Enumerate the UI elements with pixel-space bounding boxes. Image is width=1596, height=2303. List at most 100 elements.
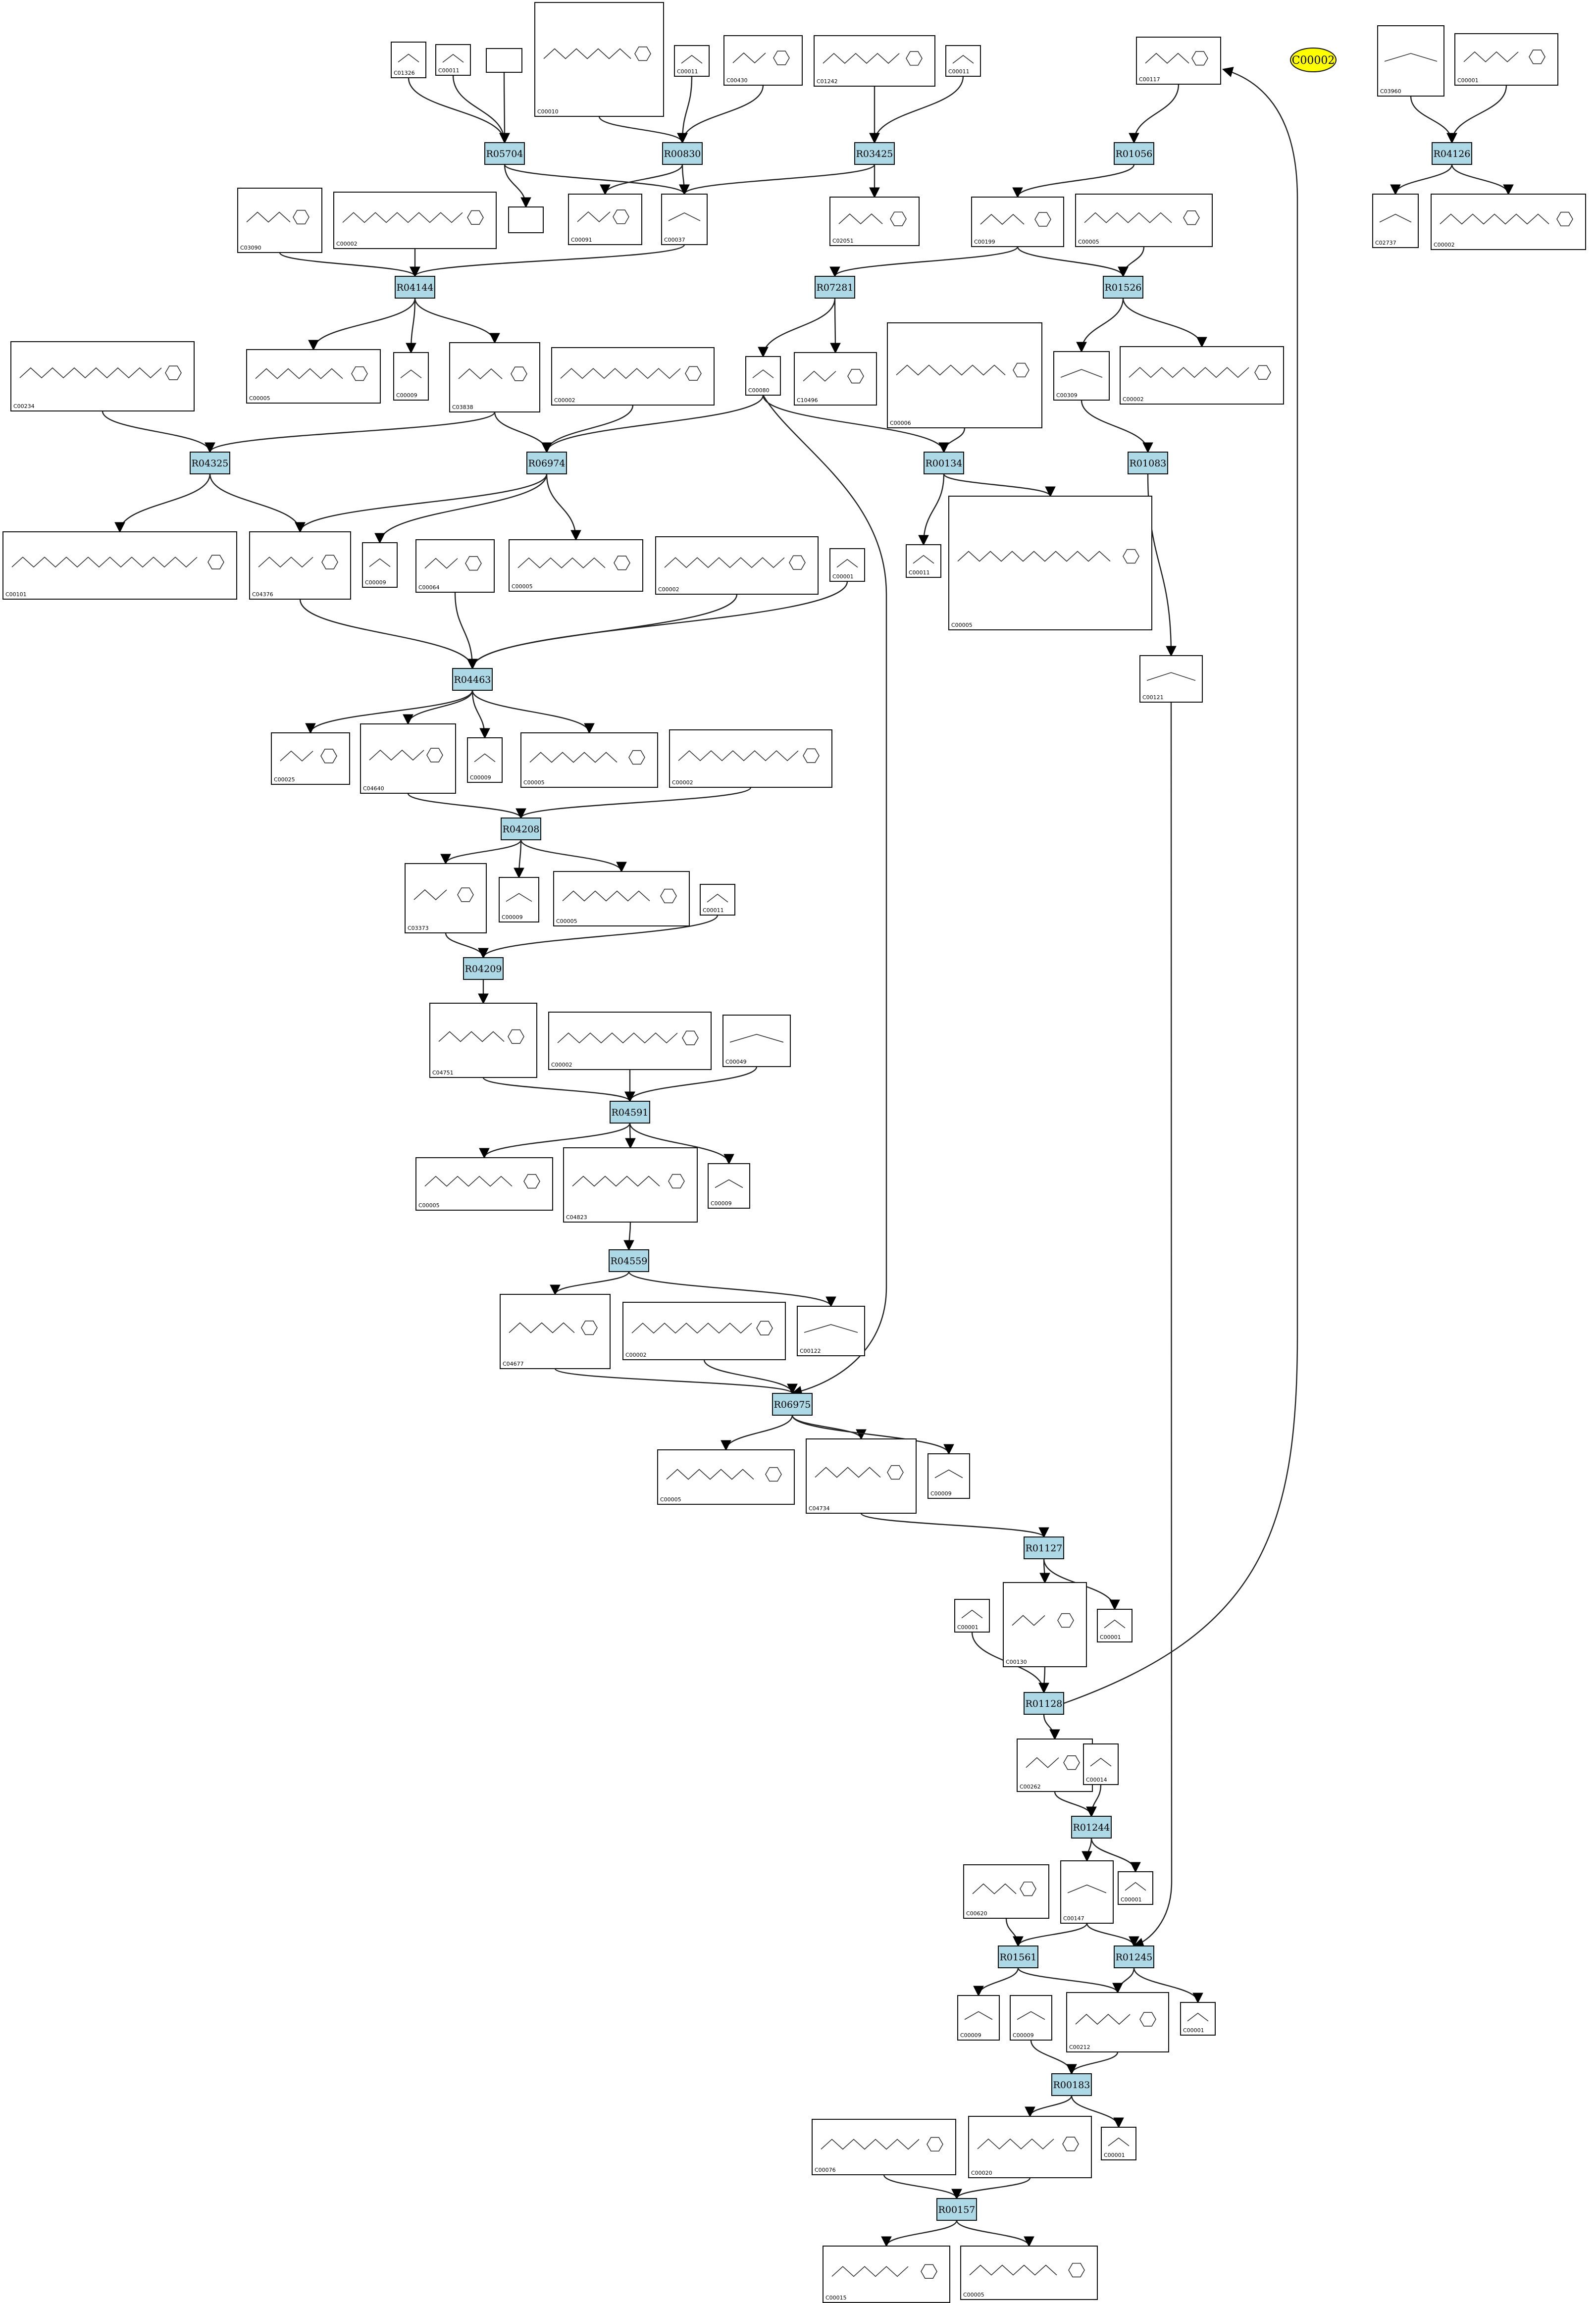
compound-c00064[interactable]: C00064 [415,539,495,593]
compound-c03960[interactable]: C03960 [1377,25,1444,97]
compound-c00002g[interactable]: C00002 [548,1012,712,1070]
reaction-r04463[interactable]: R04463 [452,668,493,691]
compound-c00005d[interactable]: C00005 [948,496,1152,630]
reaction-r04591[interactable]: R04591 [610,1101,650,1124]
compound-blank2[interactable] [508,206,544,233]
compound-c00001a[interactable]: C00001 [1454,33,1558,86]
compound-c00002b[interactable]: C00002 [333,192,497,249]
compound-c10496[interactable]: C10496 [794,352,877,406]
compound-c00001d[interactable]: C00001 [1097,1609,1133,1642]
compound-c02737[interactable]: C02737 [1372,194,1419,248]
compound-c00009e[interactable]: C00009 [708,1163,750,1209]
reaction-r01245[interactable]: R01245 [1114,1945,1154,1968]
compound-c00076[interactable]: C00076 [812,2119,956,2175]
compound-c00005e[interactable]: C00005 [520,732,658,788]
compound-c00001g[interactable]: C00001 [1101,2127,1136,2160]
compound-c00020[interactable]: C00020 [968,2116,1092,2178]
reaction-r01244[interactable]: R01244 [1071,1816,1112,1839]
compound-c00011c[interactable]: C00011 [945,45,981,77]
compound-c04823[interactable]: C04823 [563,1147,698,1223]
compound-c00005h[interactable]: C00005 [657,1449,795,1505]
reaction-r05704[interactable]: R05704 [484,142,525,165]
compound-c00014[interactable]: C00014 [1083,1743,1119,1785]
compound-c03838[interactable]: C03838 [449,342,540,412]
compound-c00005a[interactable]: C00005 [1075,194,1213,247]
reaction-r00134[interactable]: R00134 [924,452,964,474]
compound-c00049[interactable]: C00049 [722,1015,791,1067]
compound-c00002c[interactable]: C00002 [1120,346,1284,405]
compound-c03090[interactable]: C03090 [237,188,322,253]
reaction-r00157[interactable]: R00157 [936,2198,977,2221]
compound-c00009d[interactable]: C00009 [499,877,539,922]
compound-c00025[interactable]: C00025 [271,732,350,785]
reaction-r04325[interactable]: R04325 [190,452,230,474]
reaction-r01128[interactable]: R01128 [1024,1692,1064,1715]
compound-c00122[interactable]: C00122 [797,1306,865,1356]
compound-c00002d[interactable]: C00002 [551,347,715,406]
reaction-r04126[interactable]: R04126 [1432,142,1472,165]
compound-c00212[interactable]: C00212 [1066,1992,1169,2052]
compound-c00117[interactable]: C00117 [1136,37,1221,85]
compound-c00130[interactable]: C00130 [1003,1582,1087,1667]
compound-c00005c[interactable]: C00005 [509,539,643,592]
reaction-r01083[interactable]: R01083 [1128,452,1168,474]
compound-c00009a[interactable]: C00009 [393,352,429,401]
compound-c00010[interactable]: C00010 [534,2,664,117]
compound-c00001e[interactable]: C00001 [1118,1871,1153,1905]
reaction-r00830[interactable]: R00830 [662,142,703,165]
reaction-r06974[interactable]: R06974 [526,452,567,474]
reaction-r04209[interactable]: R04209 [463,957,504,980]
compound-c02051[interactable]: C02051 [829,197,920,246]
compound-c00309[interactable]: C00309 [1053,351,1110,401]
reaction-r00183[interactable]: R00183 [1051,2073,1092,2096]
compound-c00009h[interactable]: C00009 [1010,1995,1052,2041]
compound-c00009g[interactable]: C00009 [957,1995,1000,2041]
reaction-r01561[interactable]: R01561 [998,1945,1038,1968]
compound-c00002e[interactable]: C00002 [655,536,819,595]
reaction-r04144[interactable]: R04144 [395,276,435,299]
compound-c00121[interactable]: C00121 [1139,655,1203,703]
compound-c00015[interactable]: C00015 [823,2246,950,2303]
reaction-r01127[interactable]: R01127 [1024,1536,1064,1559]
compound-c00009f[interactable]: C00009 [927,1453,970,1499]
reaction-r06975[interactable]: R06975 [772,1393,813,1416]
compound-c04734[interactable]: C04734 [806,1438,917,1514]
compound-c03373[interactable]: C03373 [405,863,487,933]
compound-c00005b[interactable]: C00005 [246,349,381,404]
compound-c00262[interactable]: C00262 [1017,1739,1093,1792]
compound-c04376[interactable]: C04376 [249,531,351,600]
reaction-r07281[interactable]: R07281 [815,276,855,299]
compound-c04751[interactable]: C04751 [429,1003,537,1078]
compound-c00080[interactable]: C00080 [745,356,781,396]
compound-c00001f[interactable]: C00001 [1180,2002,1216,2036]
compound-c01242[interactable]: C01242 [814,35,935,87]
compound-c00005i[interactable]: C00005 [960,2246,1098,2300]
compound-c00091[interactable]: C00091 [568,194,642,245]
compound-c00234[interactable]: C00234 [10,341,195,411]
compound-c00011e[interactable]: C00011 [700,884,735,916]
compound-c01326[interactable]: C01326 [391,42,426,78]
compound-c00002f[interactable]: C00002 [669,729,832,788]
reaction-r01056[interactable]: R01056 [1114,142,1154,165]
reaction-r04559[interactable]: R04559 [609,1249,649,1272]
compound-c00147[interactable]: C00147 [1060,1860,1114,1924]
compound-c00005f[interactable]: C00005 [553,871,690,926]
compound-c04677[interactable]: C04677 [500,1294,611,1369]
compound-c00199[interactable]: C00199 [971,197,1064,247]
reaction-r04208[interactable]: R04208 [501,818,541,840]
compound-c00009c[interactable]: C00009 [467,737,503,783]
compound-c00001c[interactable]: C00001 [954,1599,990,1633]
compound-c00002a[interactable]: C00002 [1431,194,1586,250]
reaction-r03425[interactable]: R03425 [854,142,895,165]
compound-c00006[interactable]: C00006 [887,322,1042,428]
compound-c00011b[interactable]: C00011 [674,45,710,77]
compound-c00037[interactable]: C00037 [661,194,708,245]
highlight-node-c00002[interactable]: C00002 [1290,48,1337,72]
compound-c00011d[interactable]: C00011 [906,544,941,578]
compound-c04640[interactable]: C04640 [360,723,456,794]
reaction-r01526[interactable]: R01526 [1103,276,1143,299]
compound-c00005g[interactable]: C00005 [415,1157,553,1211]
compound-c00001b[interactable]: C00001 [829,548,865,582]
compound-c00011a[interactable]: C00011 [435,44,471,76]
compound-c00009b[interactable]: C00009 [362,542,398,588]
